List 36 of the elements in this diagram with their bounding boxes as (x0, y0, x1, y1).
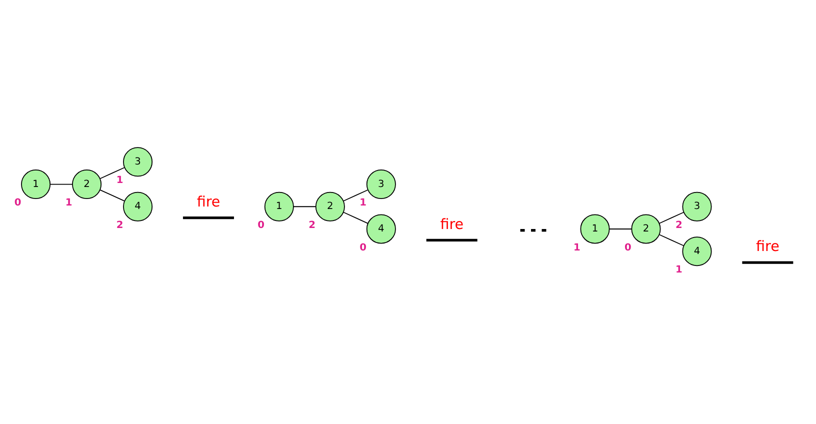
connector (608, 228, 632, 230)
connector (100, 189, 125, 202)
connector (658, 234, 684, 246)
node-circle: 4 (682, 236, 712, 266)
node-circle: 1 (21, 170, 51, 200)
label: fire (756, 239, 780, 256)
node-label: 0 (360, 242, 367, 254)
node-circle: 4 (366, 214, 396, 244)
node-label: 1 (116, 175, 124, 186)
connector (50, 184, 73, 185)
label: fire (196, 194, 220, 210)
node-label: 1 (574, 242, 580, 254)
node-label: 0 (258, 220, 265, 231)
node-circle: 4 (123, 192, 153, 222)
node-label: 0 (14, 198, 22, 209)
node-circle: 3 (123, 147, 153, 177)
node-label: 1 (676, 264, 682, 276)
node-circle: 2 (315, 192, 345, 222)
connector (343, 212, 368, 224)
node-circle: 1 (264, 192, 294, 222)
node-circle: 2 (72, 170, 102, 200)
connector (100, 167, 125, 180)
node-label: 0 (624, 242, 632, 254)
label: fire (440, 216, 464, 233)
node-circle: 3 (366, 170, 396, 200)
node-circle: 2 (631, 214, 661, 244)
connector (658, 212, 684, 224)
node-label: 1 (360, 198, 367, 209)
node-label: 2 (116, 220, 124, 231)
connector (343, 190, 368, 202)
connector (293, 206, 316, 208)
node-label: 2 (676, 220, 682, 231)
node-label: 1 (65, 198, 72, 209)
node-label: 2 (308, 220, 316, 231)
node-circle: 3 (682, 192, 712, 222)
node-circle: 1 (580, 214, 610, 244)
